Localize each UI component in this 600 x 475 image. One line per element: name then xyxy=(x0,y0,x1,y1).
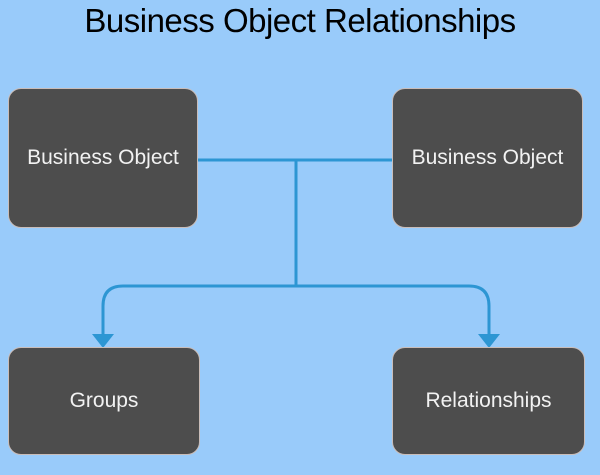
arrowhead-relationships xyxy=(478,334,500,348)
connector-branch xyxy=(101,284,491,338)
node-label: Business Object xyxy=(411,146,564,169)
arrowhead-groups xyxy=(92,334,114,348)
node-label: Business Object xyxy=(27,146,179,169)
node-label: Relationships xyxy=(425,389,552,412)
node-business-object-right: Business Object xyxy=(392,88,583,228)
diagram-title: Business Object Relationships xyxy=(84,2,516,39)
node-business-object-left: Business Object xyxy=(8,88,198,228)
node-relationships: Relationships xyxy=(392,347,585,455)
node-groups: Groups xyxy=(8,347,200,455)
node-label: Groups xyxy=(69,389,139,412)
